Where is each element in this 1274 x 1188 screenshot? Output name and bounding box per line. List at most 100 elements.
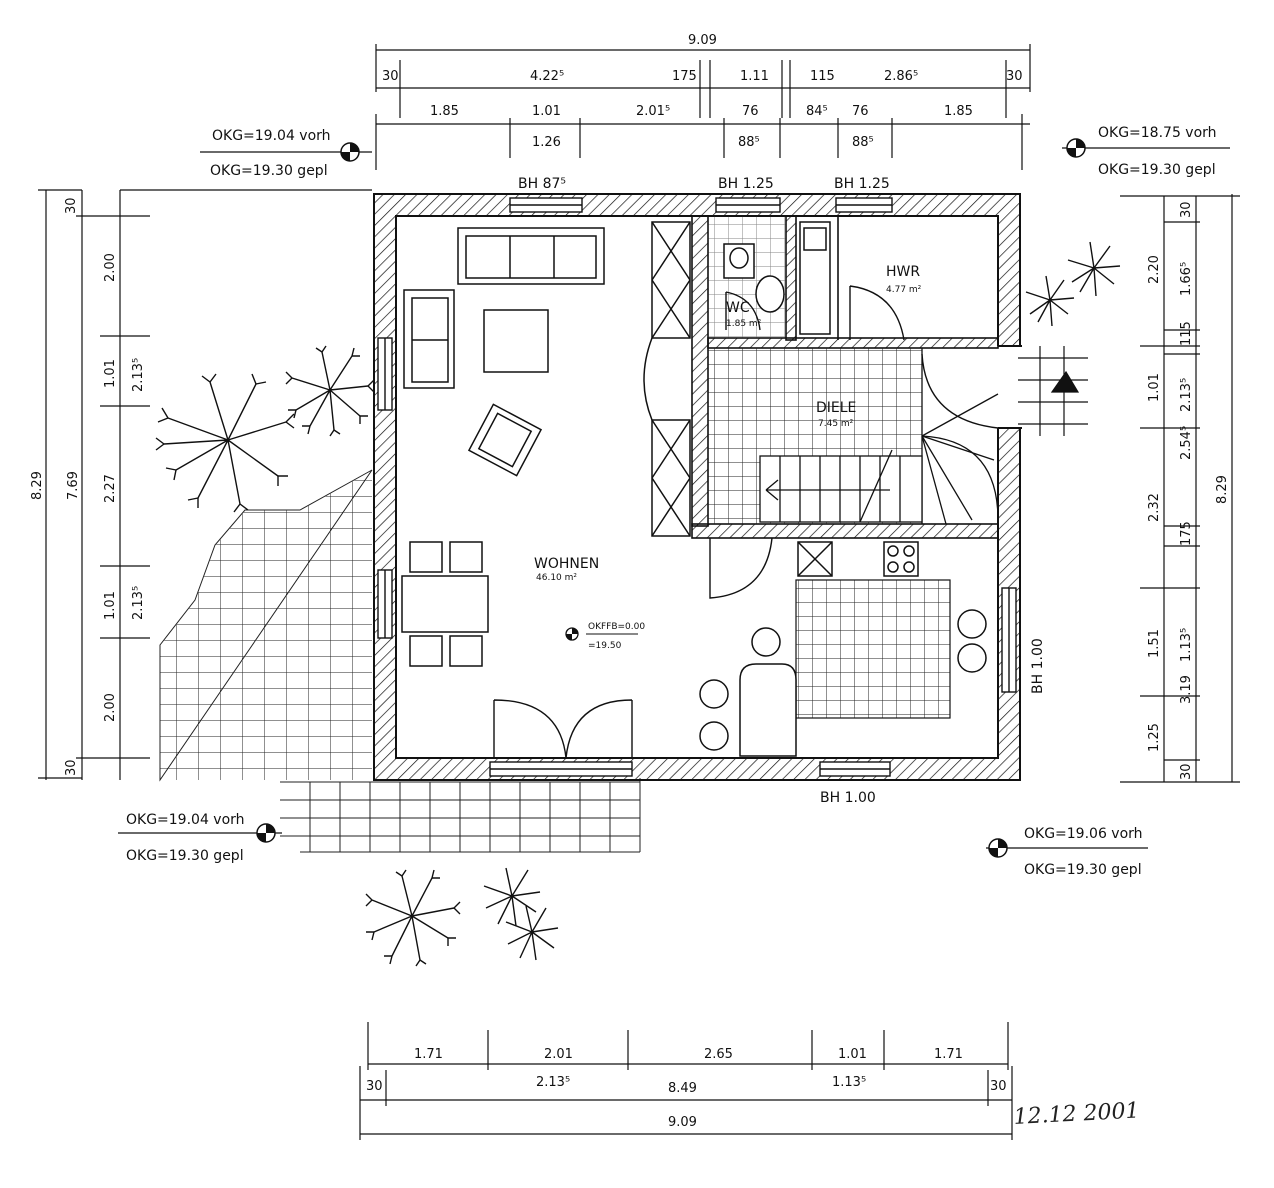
chair <box>449 541 483 573</box>
tree-icon <box>155 373 295 513</box>
okff-value: OKFFB=0.00 <box>588 622 645 632</box>
dim-label: 30 <box>1179 763 1194 780</box>
windows <box>377 197 1017 777</box>
sink <box>957 609 987 639</box>
chair <box>449 635 483 667</box>
window-height-label: BH 1.00 <box>1030 638 1046 694</box>
dim-label: 1.13⁵ <box>1179 628 1194 662</box>
dim-label: 2.54⁵ <box>1179 426 1194 460</box>
dim-label: 84⁵ <box>806 104 828 119</box>
window-height-label: BH 87⁵ <box>518 176 566 192</box>
dim-label: 2.13⁵ <box>1179 378 1194 412</box>
level-marker-top-right: OKG=18.75 vorh OKG=19.30 gepl <box>1062 125 1230 178</box>
left-mid-dim: 7.69 <box>66 471 81 500</box>
left-inner-dims: 30 2.00 1.01 2.27 1.01 2.00 30 2.13⁵ 2.1… <box>64 197 146 776</box>
tree-symbols <box>155 241 1121 967</box>
dim-label: 1.71 <box>934 1047 963 1062</box>
dim-label: 3.19 <box>1179 675 1194 704</box>
left-dimension-chains <box>38 189 372 780</box>
terrace-paving <box>159 469 373 782</box>
dim-label: 76 <box>852 104 869 119</box>
dim-label: 8.49 <box>668 1081 697 1096</box>
window-height-label: BH 1.25 <box>834 176 890 192</box>
top-dim-row4: 1.26 88⁵ 88⁵ <box>532 135 874 150</box>
level-planned: OKG=19.30 gepl <box>210 163 328 179</box>
cabinet <box>651 419 691 537</box>
tree-icon <box>285 345 375 437</box>
bottom-total-dim: 9.09 <box>668 1115 697 1130</box>
dim-label: 2.32 <box>1147 493 1162 522</box>
level-planned: OKG=19.30 gepl <box>1024 862 1142 878</box>
right-outer-dim: 8.29 <box>1215 475 1230 504</box>
dim-label: 88⁵ <box>738 135 760 150</box>
bottom-dim-row1: 1.71 2.01 2.65 1.01 1.71 <box>414 1047 963 1062</box>
room-name-hwr: HWR <box>886 264 920 280</box>
top-dim-row2: 30 4.22⁵ 175 1.11 115 2.86⁵ 30 <box>382 69 1023 84</box>
dim-label: 175 <box>672 69 697 84</box>
top-total-dim: 9.09 <box>688 33 717 48</box>
stool <box>699 679 729 709</box>
level-existing: OKG=18.75 vorh <box>1098 125 1217 141</box>
dim-label: 2.00 <box>103 253 118 282</box>
tree-icon <box>365 869 461 967</box>
front-paving-lines <box>280 778 641 853</box>
right-col2-dims: 30 1.66⁵ 115 2.13⁵ 2.54⁵ 175 1.13⁵ 3.19 … <box>1179 201 1194 780</box>
tree-icon <box>1067 241 1121 297</box>
dim-label: 30 <box>382 69 399 84</box>
handwritten-date: 12.12 2001 <box>1013 1098 1140 1130</box>
okff-sea-level: =19.50 <box>588 641 622 651</box>
room-area-hwr: 4.77 m² <box>886 285 922 295</box>
furniture <box>401 221 987 757</box>
bottom-dimension-chains <box>359 1022 1013 1140</box>
level-marker-bottom-right: OKG=19.06 vorh OKG=19.30 gepl <box>986 826 1148 878</box>
right-col1-dims: 2.20 1.01 2.32 1.51 1.25 <box>1147 255 1162 752</box>
dim-label: 76 <box>742 104 759 119</box>
bottom-dim-row2: 30 2.13⁵ 8.49 1.13⁵ 30 <box>366 1075 1007 1096</box>
dim-label: 1.25 <box>1147 723 1162 752</box>
room-area-wohnen: 46.10 m² <box>536 573 577 583</box>
level-planned: OKG=19.30 gepl <box>1098 162 1216 178</box>
level-planned: OKG=19.30 gepl <box>126 848 244 864</box>
tree-icon <box>505 905 559 961</box>
room-name-diele: DIELE <box>816 400 856 416</box>
level-marker-bottom-left: OKG=19.04 vorh OKG=19.30 gepl <box>118 812 282 864</box>
window-height-label: BH 1.00 <box>820 790 876 806</box>
room-area-wc: 1.85 m² <box>726 319 762 329</box>
dim-label: 2.13⁵ <box>536 1075 570 1090</box>
room-area-diele: 7.45 m² <box>818 419 854 429</box>
dim-label: 2.01 <box>544 1047 573 1062</box>
tree-icon <box>483 867 541 927</box>
dim-label: 1.51 <box>1147 629 1162 658</box>
top-dimension-chains <box>375 44 1031 170</box>
dim-label: 2.20 <box>1147 255 1162 284</box>
dim-label: 2.13⁵ <box>131 358 146 392</box>
sink <box>957 643 987 673</box>
top-dim-row3: 1.85 1.01 2.01⁵ 76 84⁵ 76 1.85 <box>430 104 973 119</box>
dim-label: 1.13⁵ <box>832 1075 866 1090</box>
dim-label: 30 <box>990 1079 1007 1094</box>
dim-label: 115 <box>1179 321 1194 346</box>
coffee-table <box>483 309 549 373</box>
dim-label: 1.01 <box>103 591 118 620</box>
dim-label: 2.00 <box>103 693 118 722</box>
dim-label: 30 <box>1006 69 1023 84</box>
chair <box>409 541 443 573</box>
dim-label: 1.01 <box>838 1047 867 1062</box>
dim-label: 1.85 <box>430 104 459 119</box>
dim-label: 115 <box>810 69 835 84</box>
cabinet <box>651 221 691 339</box>
dim-label: 1.01 <box>1147 373 1162 402</box>
dim-label: 88⁵ <box>852 135 874 150</box>
room-name-wc: WC <box>726 300 750 316</box>
floor-level-marker: OKFFB=0.00 =19.50 <box>565 622 645 651</box>
dim-label: 1.01 <box>532 104 561 119</box>
chair <box>409 635 443 667</box>
dining-table <box>401 575 489 633</box>
level-marker-top-left: OKG=19.04 vorh OKG=19.30 gepl <box>200 128 372 179</box>
exterior-walls <box>373 193 1022 781</box>
dim-label: 2.13⁵ <box>131 586 146 620</box>
dim-label: 1.11 <box>740 69 769 84</box>
dim-label: 1.01 <box>103 359 118 388</box>
dim-label: 2.01⁵ <box>636 104 670 119</box>
